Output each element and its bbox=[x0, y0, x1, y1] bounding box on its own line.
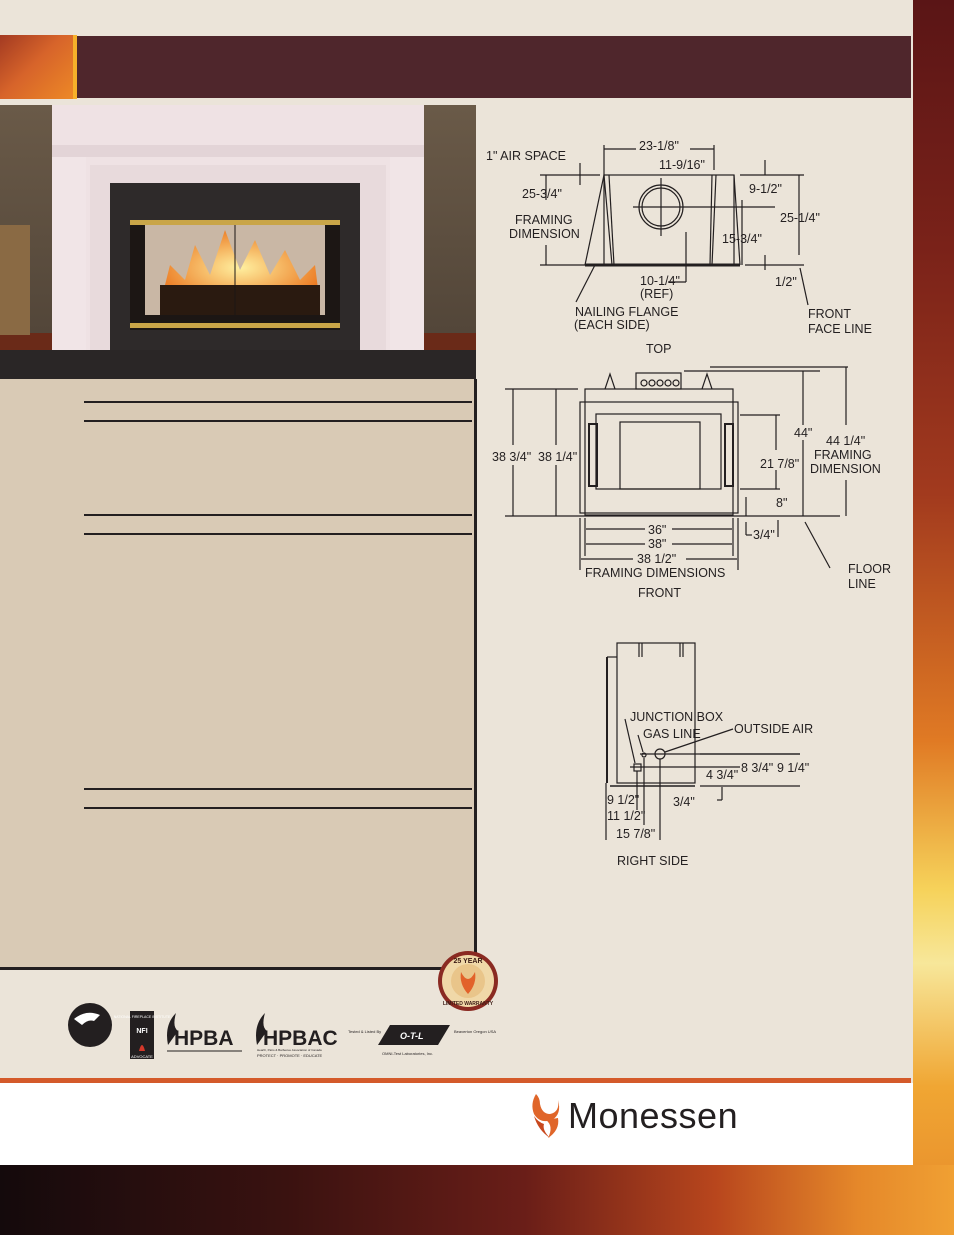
nfi-advocate-text: ADVOCATE bbox=[131, 1054, 153, 1059]
title-accent-block bbox=[0, 35, 77, 99]
label-flue-depth: 9-1/2" bbox=[749, 182, 782, 196]
front-view-labels: 38 3/4" 38 1/4" 21 7/8" 8" 3/4" 44" 44 1… bbox=[492, 426, 891, 600]
label-junction-box: JUNCTION BOX bbox=[630, 710, 724, 724]
section-divider bbox=[84, 401, 472, 403]
section-divider bbox=[84, 533, 472, 535]
label-framing-height: 44 1/4" bbox=[826, 434, 865, 448]
certification-logos: NATIONAL FIREPLACE INSTITUTE NFI ADVOCAT… bbox=[60, 995, 510, 1065]
label-11-1-2: 11 1/2" bbox=[607, 809, 645, 823]
omni-tested-text: Tested & Listed By bbox=[348, 1029, 381, 1034]
label-9-1-2: 9 1/2" bbox=[607, 793, 639, 807]
section-divider bbox=[84, 788, 472, 790]
fireplace-photo-illustration bbox=[0, 105, 476, 379]
label-hearth: 8" bbox=[776, 496, 787, 510]
label-3-4: 3/4" bbox=[673, 795, 695, 809]
label-flange-gap: 1/2" bbox=[775, 275, 797, 289]
label-dimension: DIMENSION bbox=[810, 462, 881, 476]
label-gas-line: GAS LINE bbox=[643, 727, 701, 741]
label-ref-note: (REF) bbox=[640, 287, 673, 301]
hpbac-tagline: PROTECT · PROMOTE · EDUCATE bbox=[257, 1053, 323, 1058]
brand-name: Monessen bbox=[568, 1095, 739, 1136]
label-9-1-4: 9 1/4" bbox=[777, 761, 809, 775]
caption-front: FRONT bbox=[638, 586, 681, 600]
technical-drawings: 1" AIR SPACE 23-1/8" 11-9/16" 25-3/4" FR… bbox=[486, 139, 891, 868]
right-side-view-drawing bbox=[605, 642, 800, 840]
label-flue-offset: 11-9/16" bbox=[659, 158, 705, 172]
section-divider bbox=[84, 420, 472, 422]
label-each-side: (EACH SIDE) bbox=[574, 318, 650, 332]
label-line: LINE bbox=[848, 577, 876, 591]
label-framing-dimensions: FRAMING DIMENSIONS bbox=[585, 566, 725, 580]
specifications-panel bbox=[0, 379, 477, 970]
caption-top: TOP bbox=[646, 342, 671, 356]
right-side-labels: JUNCTION BOX GAS LINE OUTSIDE AIR 8 3/4"… bbox=[607, 710, 813, 868]
label-top-depth: 25-1/4" bbox=[780, 211, 820, 225]
brand-logo: Monessen bbox=[528, 1090, 738, 1142]
label-floor: FLOOR bbox=[848, 562, 891, 576]
title-bar bbox=[77, 36, 911, 98]
hpbac-logo: HPBAC Hearth, Patio & Barbecue Associati… bbox=[256, 1013, 338, 1058]
hpbac-text: HPBAC bbox=[263, 1027, 338, 1050]
label-ref: 10-1/4" bbox=[640, 274, 680, 288]
label-width-36: 36" bbox=[648, 523, 666, 537]
warranty-badge: 25 YEAR LIMITED WARRANTY bbox=[438, 951, 498, 1011]
label-width-38-half: 38 1/2" bbox=[637, 552, 676, 566]
label-framing: FRAMING bbox=[515, 213, 573, 227]
warranty-years: 25 YEAR bbox=[453, 958, 482, 965]
top-view-labels: 1" AIR SPACE 23-1/8" 11-9/16" 25-3/4" FR… bbox=[486, 139, 872, 356]
omni-text: O-T-L bbox=[400, 1031, 424, 1041]
label-framing-depth: 25-3/4" bbox=[522, 187, 562, 201]
decorative-fire-strip bbox=[913, 0, 954, 1235]
product-photo bbox=[0, 105, 476, 379]
hpbac-sub-text: Hearth, Patio & Barbecue Association of … bbox=[257, 1048, 322, 1052]
label-air-space: 1" AIR SPACE bbox=[486, 149, 566, 163]
label-15-7-8: 15 7/8" bbox=[616, 827, 655, 841]
top-view-drawing bbox=[540, 145, 809, 306]
decorative-fire-band bbox=[0, 1165, 954, 1235]
label-8-3-4: 8 3/4" bbox=[741, 761, 773, 775]
label-top-width: 23-1/8" bbox=[639, 139, 679, 153]
label-height-1: 38 3/4" bbox=[492, 450, 531, 464]
footer-divider bbox=[0, 1078, 911, 1083]
label-nailing-flange: NAILING FLANGE bbox=[575, 305, 679, 319]
eagle-logo-icon bbox=[68, 1003, 112, 1047]
hpba-logo: HPBA bbox=[167, 1013, 242, 1052]
flame-logo-icon bbox=[532, 1094, 560, 1138]
section-divider bbox=[84, 807, 472, 809]
label-total-height: 44" bbox=[794, 426, 812, 440]
label-face-line: FACE LINE bbox=[808, 322, 872, 336]
label-base: 3/4" bbox=[753, 528, 775, 542]
spec-sheet-page: 1" AIR SPACE 23-1/8" 11-9/16" 25-3/4" FR… bbox=[0, 35, 913, 1165]
label-width-38: 38" bbox=[648, 537, 666, 551]
label-front: FRONT bbox=[808, 307, 851, 321]
label-opening-height: 21 7/8" bbox=[760, 457, 799, 471]
front-view-drawing bbox=[505, 366, 848, 570]
omni-labs-text: OMNI-Test Laboratories, Inc. bbox=[382, 1051, 433, 1056]
warranty-limited: LIMITED WARRANTY bbox=[443, 1001, 494, 1007]
nfi-text: NFI bbox=[136, 1028, 147, 1035]
footer bbox=[0, 1083, 913, 1165]
label-dimension: DIMENSION bbox=[509, 227, 580, 241]
hpba-text: HPBA bbox=[174, 1027, 234, 1050]
label-flue-front: 15-3/4" bbox=[722, 232, 762, 246]
nfi-top-text: NATIONAL FIREPLACE INSTITUTE bbox=[114, 1015, 171, 1019]
label-framing: FRAMING bbox=[814, 448, 872, 462]
label-4-3-4: 4 3/4" bbox=[706, 768, 738, 782]
caption-right-side: RIGHT SIDE bbox=[617, 854, 688, 868]
label-height-2: 38 1/4" bbox=[538, 450, 577, 464]
omni-test-labs-logo: Tested & Listed By O-T-L Beaverton Orego… bbox=[348, 1025, 496, 1056]
nfi-advocate-logo: NATIONAL FIREPLACE INSTITUTE NFI ADVOCAT… bbox=[114, 1011, 171, 1059]
omni-location-text: Beaverton Oregon USA bbox=[454, 1029, 496, 1034]
section-divider bbox=[84, 514, 472, 516]
label-outside-air: OUTSIDE AIR bbox=[734, 722, 813, 736]
